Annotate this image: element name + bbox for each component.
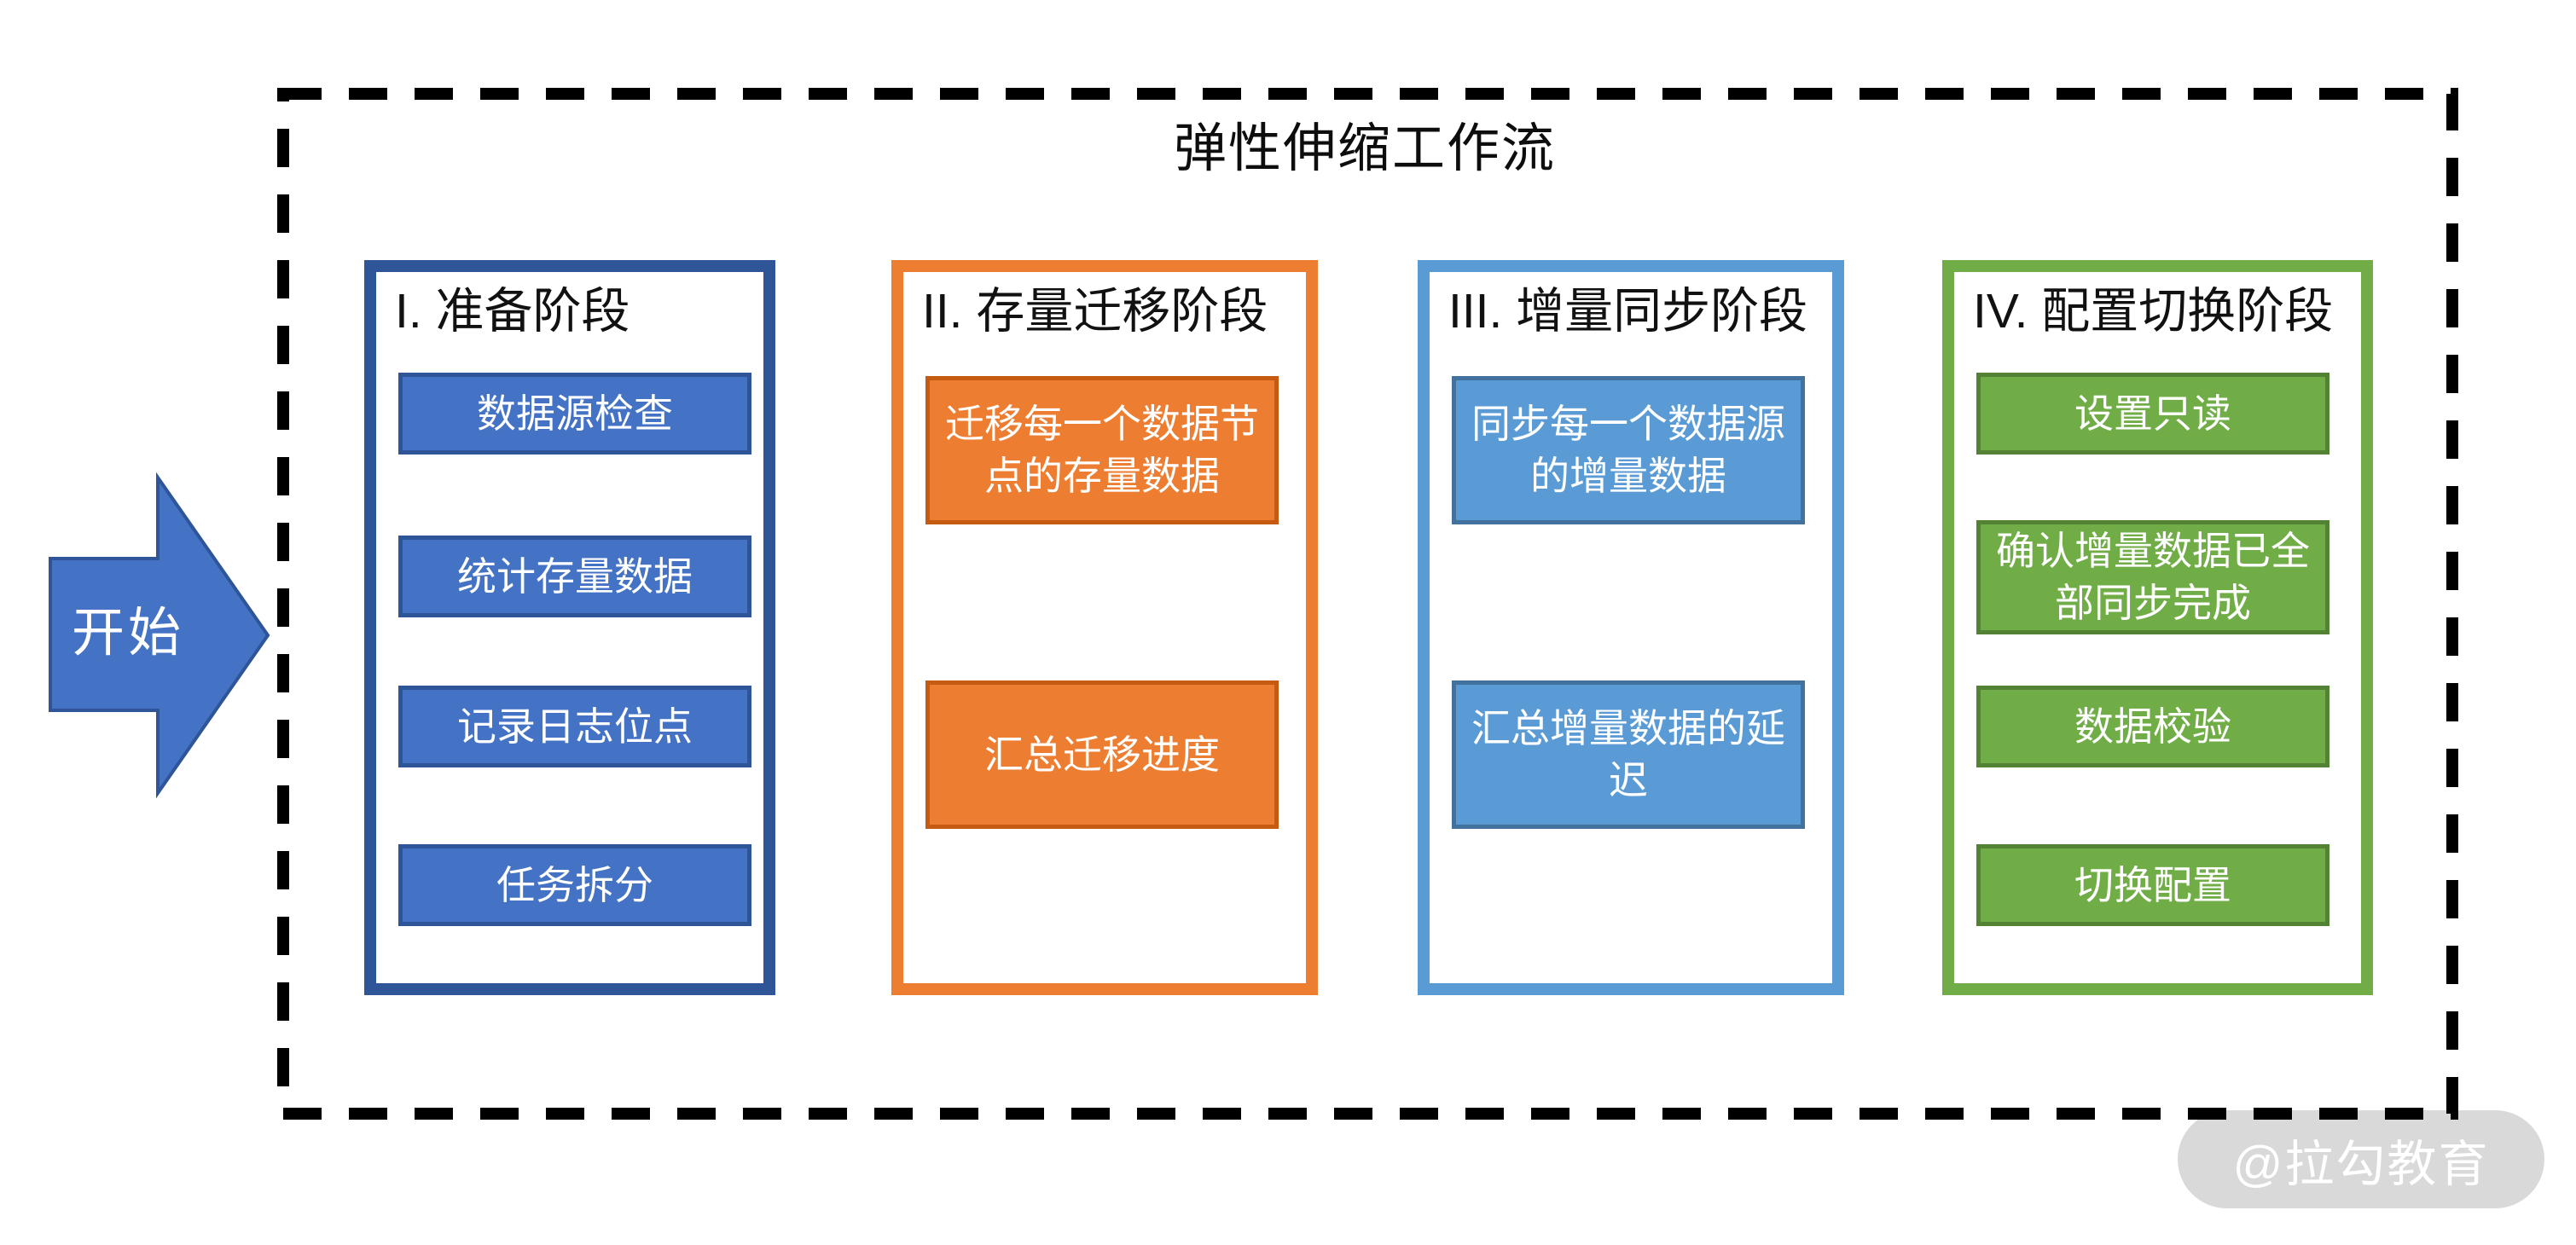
task-label: 统计存量数据 [457,553,693,599]
task-label: 汇总增量数据的延 迟 [1471,706,1785,802]
start-arrow-label: 开始 [71,604,184,663]
task-box: 设置只读 [1976,373,2329,455]
phase-heading: IV. 配置切换阶段 [1973,284,2334,339]
right-arrow-shape [49,472,270,799]
task-box: 切换配置 [1976,844,2329,926]
watermark-text: @拉勾教育 [2232,1136,2490,1192]
task-label: 记录日志位点 [457,704,693,749]
task-box: 汇总增量数据的延 迟 [1452,680,1805,829]
start-arrow [43,469,290,810]
phase-column-incremental-sync: III. 增量同步阶段 同步每一个数据源 的增量数据 汇总增量数据的延 迟 [1418,260,1844,995]
task-box: 同步每一个数据源 的增量数据 [1452,376,1805,524]
phase-heading: I. 准备阶段 [395,284,630,339]
task-label: 任务拆分 [496,862,653,907]
task-label: 确认增量数据已全 部同步完成 [1996,529,2310,625]
task-label: 同步每一个数据源 的增量数据 [1471,402,1785,498]
task-box: 确认增量数据已全 部同步完成 [1976,520,2329,634]
task-label: 切换配置 [2074,862,2231,907]
task-box: 数据校验 [1976,686,2329,767]
task-label: 数据源检查 [477,391,673,436]
phase-column-preparation: I. 准备阶段 数据源检查 统计存量数据 记录日志位点 任务拆分 [364,260,775,995]
watermark-badge: @拉勾教育 [2178,1110,2544,1208]
task-box: 数据源检查 [398,373,751,455]
task-box: 汇总迁移进度 [925,680,1279,829]
task-label: 数据校验 [2074,704,2231,749]
phase-heading: II. 存量迁移阶段 [922,284,1268,339]
task-label: 迁移每一个数据节 点的存量数据 [945,402,1259,498]
task-box: 记录日志位点 [398,686,751,767]
phase-column-stock-migration: II. 存量迁移阶段 迁移每一个数据节 点的存量数据 汇总迁移进度 [891,260,1318,995]
task-box: 统计存量数据 [398,536,751,617]
phase-column-config-switch: IV. 配置切换阶段 设置只读 确认增量数据已全 部同步完成 数据校验 切换配置 [1942,260,2373,995]
diagram-title: 弹性伸缩工作流 [1173,119,1556,178]
task-label: 设置只读 [2074,391,2231,436]
task-box: 迁移每一个数据节 点的存量数据 [925,376,1279,524]
task-label: 汇总迁移进度 [984,732,1220,777]
phase-heading: III. 增量同步阶段 [1448,284,1808,339]
task-box: 任务拆分 [398,844,751,926]
